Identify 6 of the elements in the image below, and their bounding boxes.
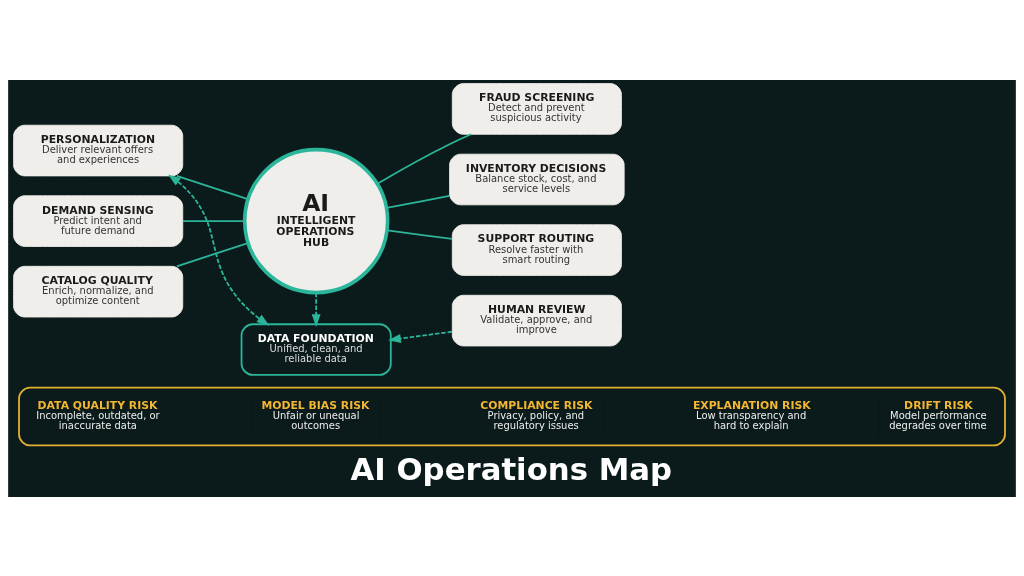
diagram-title: AI Operations Map bbox=[350, 450, 673, 487]
node-text: EXPLANATION RISK Low transparency and hard to explain bbox=[692, 398, 811, 431]
node-text: DATA QUALITY RISK Incomplete, outdated, or inaccurate data bbox=[36, 398, 160, 431]
node-text: MODEL BIAS RISK Unfair or unequal outcomes bbox=[261, 398, 370, 431]
node-text: DRIFT RISK Model performance degrades over time bbox=[889, 398, 987, 431]
node-text: COMPLIANCE RISK Privacy, policy, and regulatory issues bbox=[480, 398, 593, 431]
